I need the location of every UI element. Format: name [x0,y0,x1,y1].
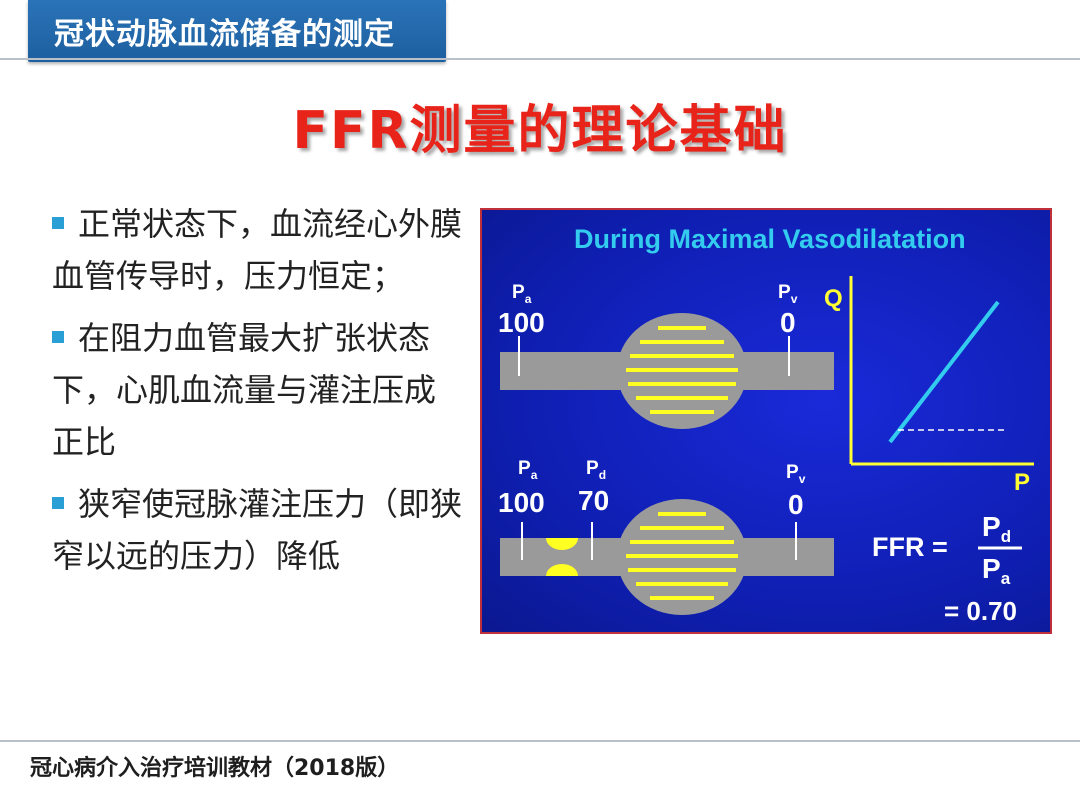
bullet-item: 狭窄使冠脉灌注压力（即狭窄以远的压力）降低 [52,478,462,582]
flow-stripes [626,514,738,598]
pa-label: Pa [512,282,532,306]
formula-denominator: Pa [982,553,1011,588]
graph-x-label: P [1014,469,1030,496]
pd-value: 70 [578,485,609,516]
ffr-diagram: During Maximal Vasodilatation Pa 100 Pv … [480,208,1052,634]
header-divider [0,58,1080,60]
bullet-list: 正常状态下，血流经心外膜血管传导时，压力恒定； 在阻力血管最大扩张状态下，心肌血… [52,198,462,592]
footer-source: 冠心病介入治疗培训教材（2018版） [30,750,399,782]
graph-y-label: Q [824,285,843,312]
section-title: 冠状动脉血流储备的测定 [54,9,395,53]
bullet-text: 正常状态下，血流经心外膜血管传导时，压力恒定； [52,205,462,295]
pa-value: 100 [498,307,545,338]
bullet-marker-icon [52,217,64,229]
bullet-item: 正常状态下，血流经心外膜血管传导时，压力恒定； [52,198,462,302]
footer-divider [0,740,1080,742]
bullet-text: 在阻力血管最大扩张状态下，心肌血流量与灌注压成正比 [52,319,436,461]
pv-value: 0 [788,489,804,520]
slide-title: FFR测量的理论基础 [0,88,1080,163]
bullet-text: 狭窄使冠脉灌注压力（即狭窄以远的压力）降低 [52,485,462,575]
pv-label: Pv [778,282,798,306]
pv-label: Pv [786,462,806,486]
pressure-flow-graph: Q P [824,276,1034,496]
top-vessel: Pa 100 Pv 0 [498,282,834,429]
pa-value: 100 [498,487,545,518]
pd-label: Pd [586,458,606,482]
formula-numerator: Pd [982,511,1011,546]
ffr-formula: FFR = Pd Pa = 0.70 [872,511,1022,626]
flow-stripes [626,328,738,412]
formula-result: = 0.70 [944,596,1017,626]
bullet-item: 在阻力血管最大扩张状态下，心肌血流量与灌注压成正比 [52,312,462,468]
bullet-marker-icon [52,331,64,343]
diagram-title: During Maximal Vasodilatation [574,224,966,254]
pv-value: 0 [780,307,796,338]
flow-pressure-line [890,302,998,442]
pa-label: Pa [518,458,538,482]
bullet-marker-icon [52,497,64,509]
formula-lhs: FFR = [872,532,948,562]
ffr-diagram-svg: During Maximal Vasodilatation Pa 100 Pv … [482,210,1052,634]
bottom-vessel: Pa 100 Pd 70 Pv 0 [498,458,834,615]
